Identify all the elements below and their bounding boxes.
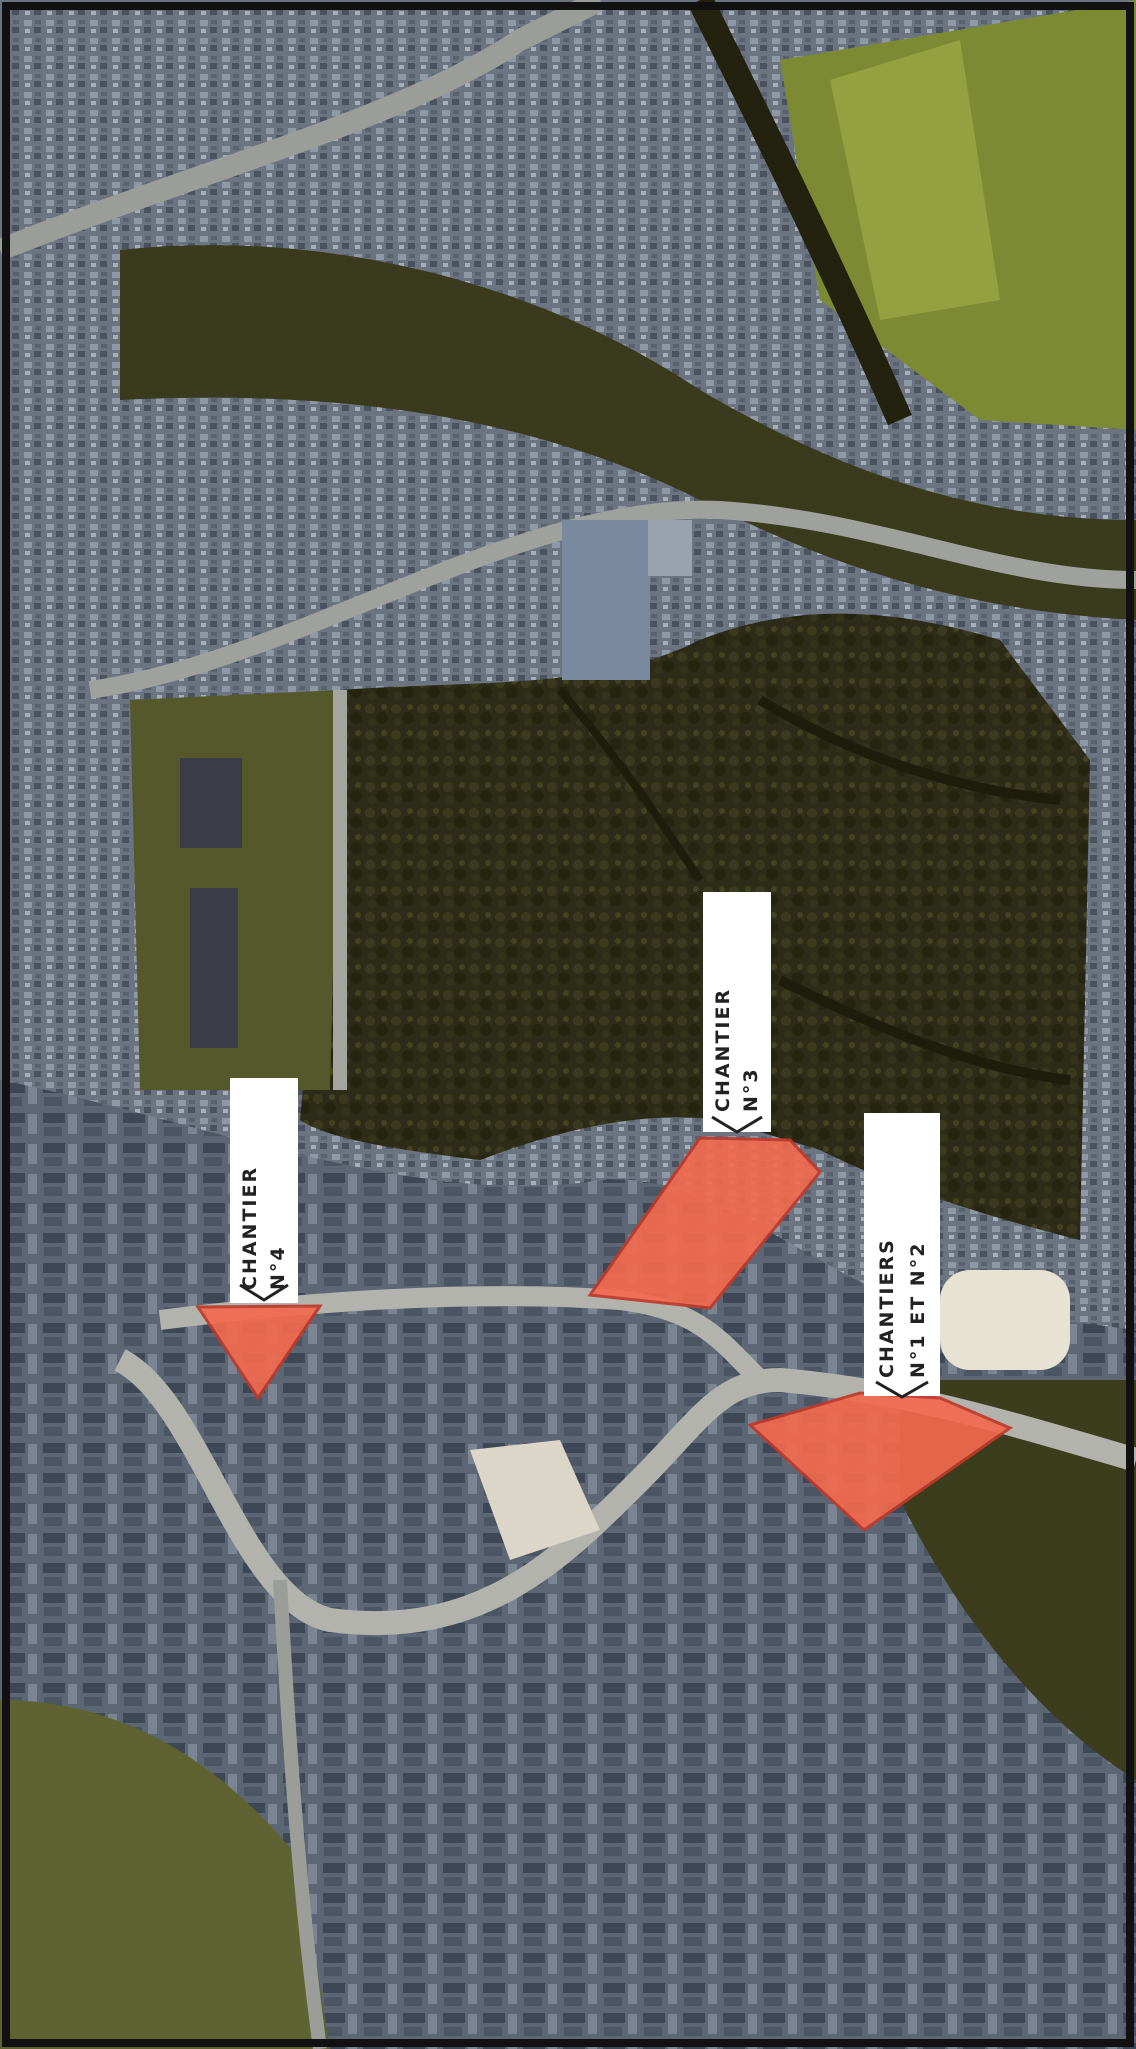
- south-road: [273, 1579, 327, 2049]
- north-east-field-strip: [830, 40, 1000, 320]
- label-site-3-line-2: N°3: [740, 1067, 762, 1112]
- label-site-4: CHANTIER N°4: [230, 1078, 298, 1303]
- label-site-1-2-arrow-icon: [875, 1380, 929, 1399]
- label-site-1-2-line-1: CHANTIERS: [876, 1238, 898, 1378]
- north-hedgerow: [688, 0, 912, 426]
- north-road: [0, 0, 605, 261]
- ring-road: [88, 500, 1136, 699]
- north-valley-vegetation: [120, 245, 1136, 620]
- label-site-3: CHANTIER N°3: [703, 892, 771, 1134]
- school-building-north: [180, 758, 242, 848]
- south-west-fields: [0, 1700, 330, 2049]
- label-site-4-arrow-icon: [239, 1283, 289, 1302]
- label-site-3-arrow-icon: [711, 1115, 763, 1134]
- south-east-green: [900, 1380, 1136, 1780]
- label-site-3-line-1: CHANTIER: [712, 988, 734, 1112]
- sports-hall: [562, 520, 650, 680]
- site-area-1-2: [747, 1391, 1014, 1532]
- central-field-hedge-3: [556, 687, 704, 883]
- school-building-south: [190, 888, 238, 1048]
- paved-yard: [470, 1440, 600, 1560]
- central-field-hedge-2: [777, 975, 1071, 1085]
- site-area-4: [195, 1304, 323, 1401]
- central-fields: [300, 613, 1090, 1240]
- central-field-hedge-1: [757, 695, 1061, 805]
- label-site-4-line-2: N°4: [267, 1245, 289, 1290]
- label-site-4-line-1: CHANTIER: [239, 1166, 261, 1290]
- sports-hall-annex: [648, 520, 692, 576]
- site-area-3: [587, 1136, 822, 1310]
- clearing: [940, 1270, 1070, 1370]
- label-site-1-2: CHANTIERS N°1 ET N°2: [864, 1113, 940, 1399]
- label-site-1-2-line-2: N°1 ET N°2: [907, 1242, 929, 1378]
